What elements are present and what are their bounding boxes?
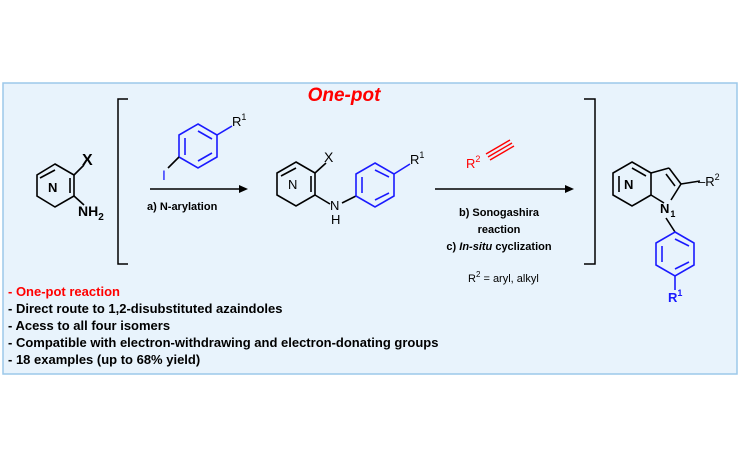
- intermediate-aryl-ring: [341, 162, 411, 208]
- step-a-label: a) N-arylation: [147, 201, 218, 213]
- bullet-compatible: - Compatible with electron-withdrawing a…: [8, 335, 438, 350]
- intermediate-n-label: N: [288, 177, 297, 192]
- reactant-n-label: N: [48, 180, 57, 195]
- product-aryl-ring: [655, 217, 695, 290]
- bullet-direct-route: - Direct route to 1,2-disubstituted azai…: [8, 301, 282, 316]
- intermediate-nh-n: N: [330, 198, 339, 213]
- arrow-bc-head: [565, 185, 574, 193]
- aryl-iodide-r1-label: R1: [232, 112, 246, 129]
- bullet-isomers: - Acess to all four isomers: [8, 318, 170, 333]
- intermediate-pyridine: [276, 161, 331, 207]
- product-n1-label: N1: [660, 201, 675, 219]
- product-azaindole: [612, 161, 701, 207]
- arrow-a-head: [239, 185, 248, 193]
- bullet-examples: - 18 examples (up to 68% yield): [8, 352, 200, 367]
- intermediate-nh-h: H: [331, 212, 340, 227]
- step-c-label: c) In-situ cyclization: [446, 241, 551, 253]
- step-b-line2: reaction: [478, 224, 521, 236]
- title: One-pot: [308, 85, 381, 106]
- reactant-aminopyridine: [36, 163, 85, 208]
- left-bracket: [117, 98, 128, 265]
- aryl-iodide: [167, 123, 233, 169]
- intermediate-x-label: X: [324, 149, 334, 165]
- r2-definition: R2 = aryl, alkyl: [468, 270, 539, 285]
- intermediate-r1-label: R1: [410, 150, 424, 167]
- right-bracket: [584, 98, 596, 265]
- bullet-one-pot: - One-pot reaction: [8, 284, 120, 299]
- reactant-nh2-label: NH2: [78, 203, 104, 223]
- product-r1-label: R1: [668, 288, 682, 305]
- alkyne-bonds: [485, 139, 515, 161]
- product-n-label: N: [624, 177, 633, 192]
- panel-background: [2, 82, 738, 375]
- reactant-x-label: X: [82, 152, 93, 169]
- product-r2-label: –R2: [698, 172, 720, 189]
- alkyne-r2-label: R2: [466, 154, 480, 171]
- step-b-line1: b) Sonogashira: [459, 207, 540, 219]
- aryl-iodide-i-label: I: [162, 167, 166, 183]
